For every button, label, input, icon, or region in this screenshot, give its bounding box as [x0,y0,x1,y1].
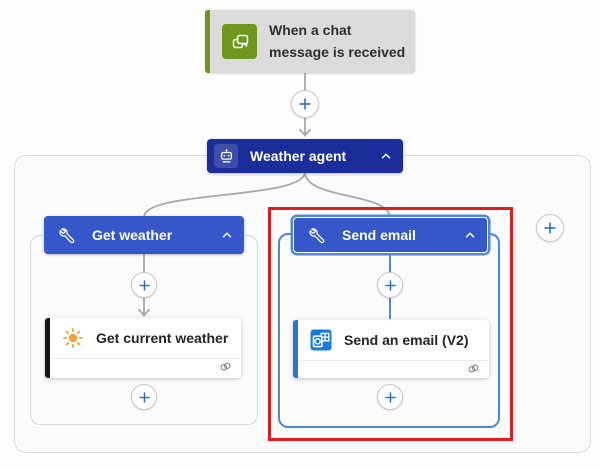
chevron-up-icon[interactable] [463,228,477,242]
wrench-icon [54,227,80,244]
action-accent-bar [45,318,50,378]
trigger-accent-bar [205,10,210,73]
trigger-label: When a chat message is received [269,21,406,60]
connection-icon [466,361,481,381]
get-weather-scope-label: Get weather [92,227,173,243]
chevron-up-icon[interactable] [220,228,234,242]
connection-icon [218,359,233,379]
action-card-get-current-weather[interactable]: Get current weather [45,318,241,378]
action-accent-bar [293,320,298,378]
add-action-button-below-trigger[interactable] [291,90,319,118]
outlook-icon [309,328,333,352]
sun-icon [61,326,85,350]
add-tool-button-agent-right[interactable] [536,214,564,242]
plus-icon [138,279,150,291]
send-email-scope-label: Send email [342,227,416,243]
add-action-button-get-weather-top[interactable] [131,272,157,298]
chat-bubbles-icon [222,24,257,59]
get-weather-scope-header[interactable]: Get weather [44,216,244,254]
add-action-button-get-weather-bottom[interactable] [131,384,157,410]
send-email-scope-header[interactable]: Send email [293,217,488,253]
plus-icon [384,391,396,403]
plus-icon [138,391,150,403]
agent-label: Weather agent [250,148,347,164]
trigger-card[interactable]: When a chat message is received [205,10,415,73]
wrench-icon [304,227,330,244]
action-card-send-an-email-v2[interactable]: Send an email (V2) [293,320,489,378]
plus-icon [299,98,311,110]
plus-icon [544,222,556,234]
add-action-button-send-email-bottom[interactable] [377,384,403,410]
chevron-up-icon[interactable] [379,149,393,163]
agent-scope-container [14,155,591,453]
plus-icon [384,279,396,291]
action-label: Send an email (V2) [344,332,469,348]
action-label: Get current weather [96,330,229,346]
robot-icon [214,144,238,168]
add-action-button-send-email-top[interactable] [377,272,403,298]
agent-header[interactable]: Weather agent [207,139,403,173]
